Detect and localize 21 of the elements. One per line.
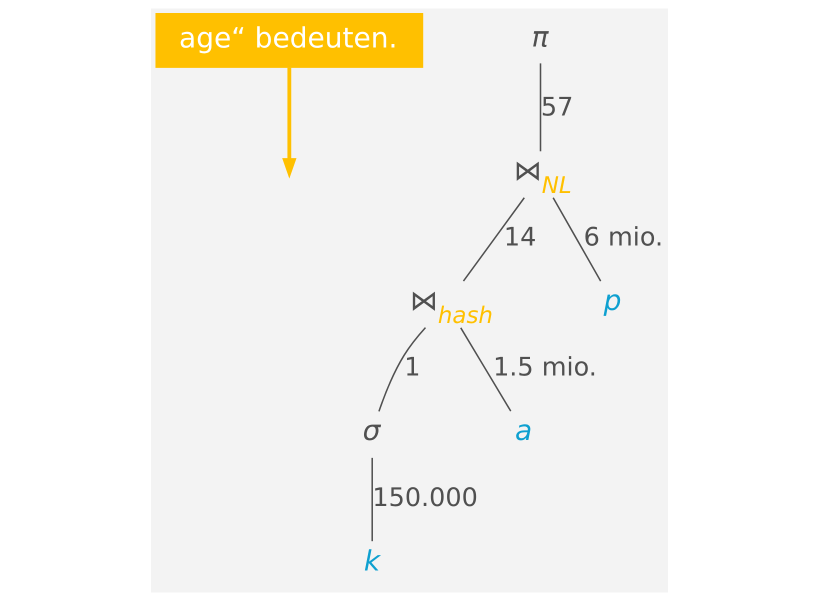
- node-text: k: [363, 544, 380, 578]
- connector: [552, 197, 601, 282]
- node-text: a: [514, 414, 532, 448]
- connector: [539, 63, 541, 152]
- connector: [460, 327, 511, 412]
- node-text: σ: [362, 414, 380, 448]
- edge-label: 14: [503, 222, 536, 253]
- node-text: p: [603, 284, 621, 318]
- connector: [370, 458, 372, 542]
- connector: [462, 197, 524, 282]
- node-text: π: [531, 20, 548, 54]
- node-text: ⋈$_{NL}$: [513, 154, 572, 200]
- edge-label: 57: [540, 92, 573, 123]
- edge-label: 150.000: [372, 482, 478, 513]
- edge-label: 1: [404, 352, 420, 383]
- arrow: [282, 68, 296, 179]
- node-box: age“ bedeuten.: [154, 13, 423, 68]
- connector: [378, 327, 426, 412]
- node-text: ⋈$_{hash}$: [409, 284, 492, 330]
- edge-label: 1.5 mio.: [492, 352, 596, 383]
- edge-label: 6 mio.: [583, 222, 663, 253]
